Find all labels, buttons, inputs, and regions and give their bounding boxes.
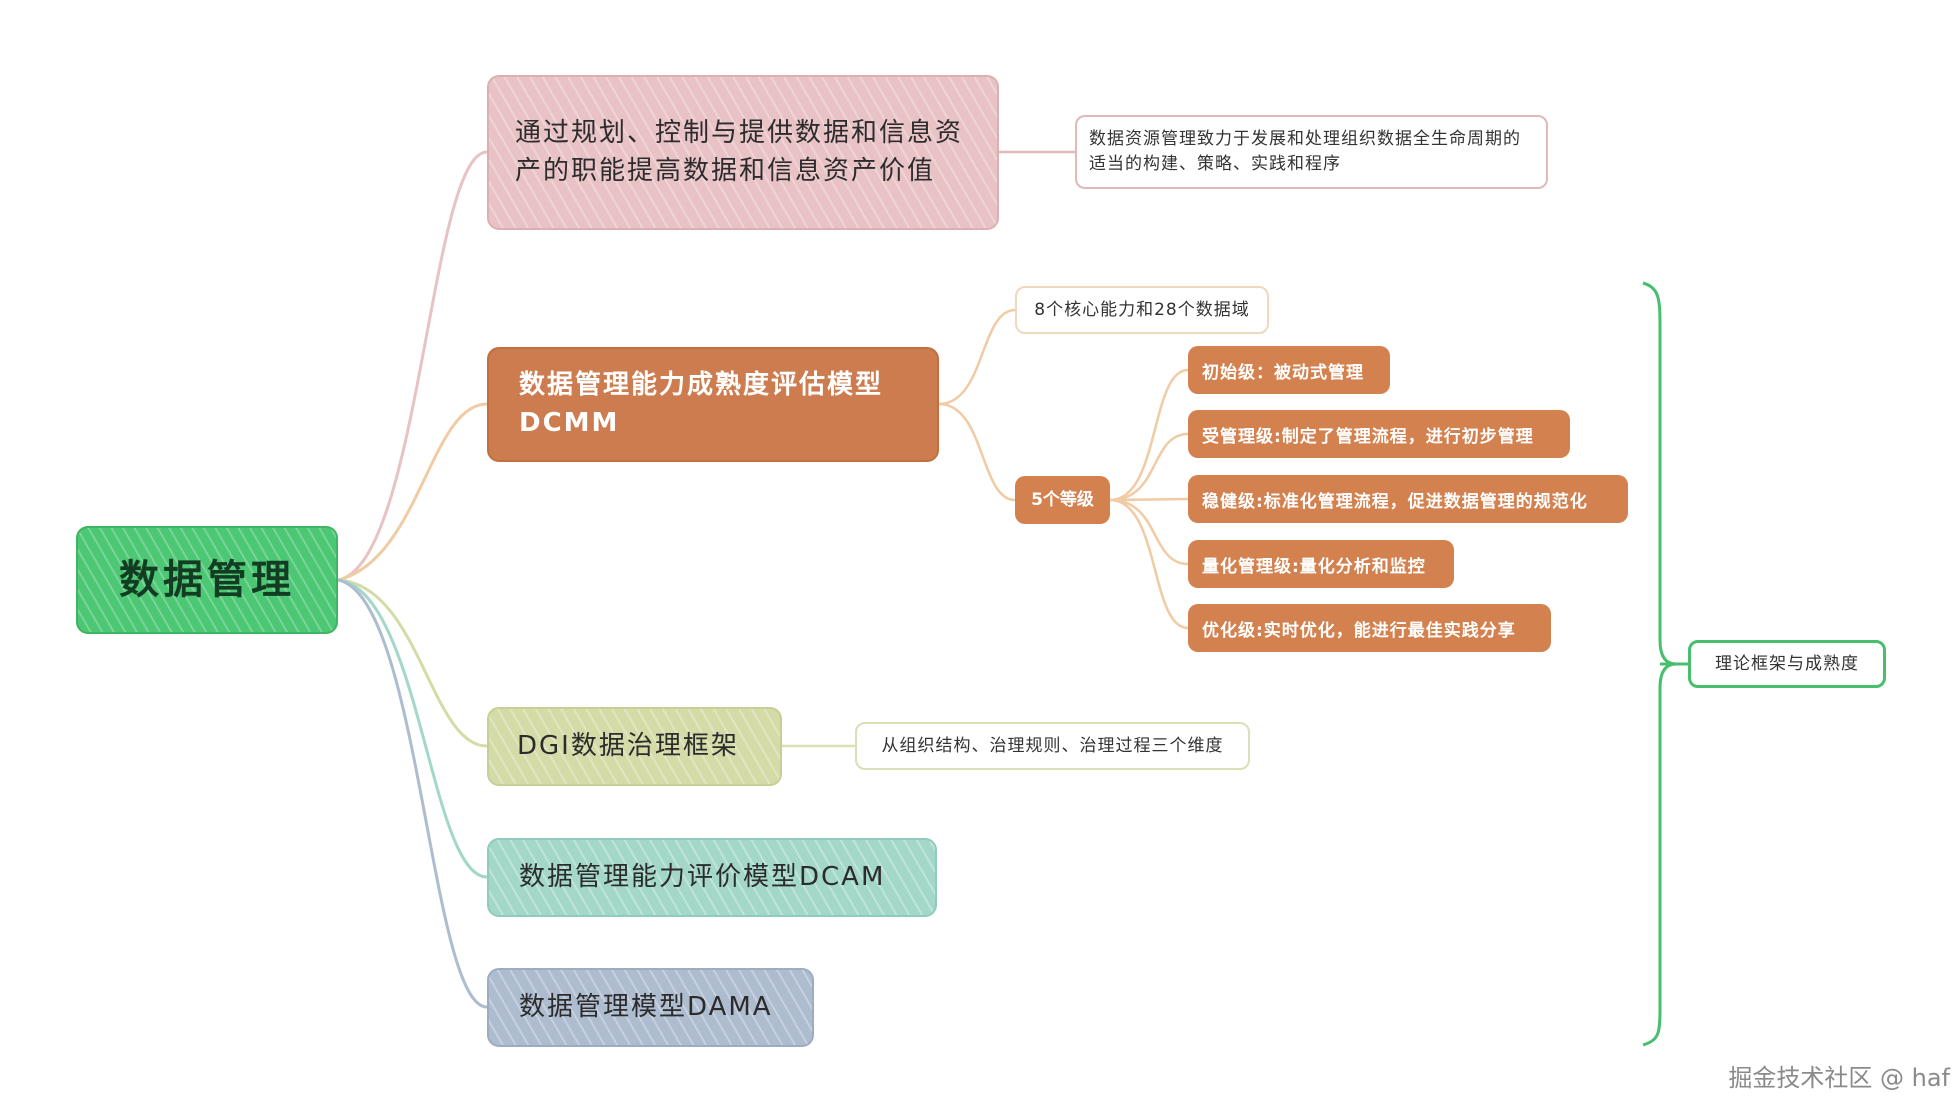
branch-node-value[interactable]: 通过规划、控制与提供数据和信息资产的职能提高数据和信息资产价值 — [487, 75, 999, 230]
link-root-branch-1 — [337, 150, 488, 582]
root-node[interactable]: 数据管理 — [76, 526, 338, 634]
level-node-managed[interactable]: 受管理级:制定了管理流程，进行初步管理 — [1188, 410, 1570, 458]
link-root-branch-3 — [337, 578, 488, 748]
leaf-label: 5个等级 — [1031, 489, 1094, 510]
link-root-branch-5 — [337, 578, 488, 1009]
link-level-1 — [1109, 368, 1189, 502]
branch-node-dcam[interactable]: 数据管理能力评价模型DCAM — [487, 838, 937, 917]
leaf-node-five-levels[interactable]: 5个等级 — [1015, 476, 1110, 524]
leaf-node-definition[interactable]: 数据资源管理致力于发展和处理组织数据全生命周期的适当的构建、策略、实践和程序 — [1075, 115, 1548, 189]
link-branch-2-levels — [938, 402, 1016, 502]
leaf-label: 从组织结构、治理规则、治理过程三个维度 — [881, 735, 1224, 756]
level-label: 受管理级:制定了管理流程，进行初步管理 — [1202, 426, 1534, 447]
branch-label: 数据管理模型DAMA — [519, 991, 773, 1022]
branch-label: 数据管理能力成熟度评估模型DCMM — [519, 369, 884, 438]
link-level-2 — [1109, 432, 1189, 502]
leaf-label: 数据资源管理致力于发展和处理组织数据全生命周期的适当的构建、策略、实践和程序 — [1089, 128, 1521, 175]
link-branch-2-core — [938, 308, 1016, 406]
root-label: 数据管理 — [119, 557, 295, 603]
level-label: 稳健级:标准化管理流程，促进数据管理的规范化 — [1202, 491, 1588, 512]
level-node-optimizing[interactable]: 优化级:实时优化，能进行最佳实践分享 — [1188, 604, 1551, 652]
branch-node-dama[interactable]: 数据管理模型DAMA — [487, 968, 814, 1047]
link-level-3 — [1109, 497, 1189, 502]
leaf-node-dgi-dimensions[interactable]: 从组织结构、治理规则、治理过程三个维度 — [855, 722, 1250, 770]
watermark: 掘金技术社区 @ haf — [1728, 1064, 1950, 1092]
link-level-4 — [1109, 498, 1189, 566]
branch-node-dgi[interactable]: DGI数据治理框架 — [487, 707, 782, 786]
level-label: 优化级:实时优化，能进行最佳实践分享 — [1202, 620, 1516, 641]
link-root-branch-4 — [337, 578, 488, 879]
leaf-node-core-capabilities[interactable]: 8个核心能力和28个数据域 — [1015, 286, 1269, 334]
branch-label: 通过规划、控制与提供数据和信息资产的职能提高数据和信息资产价值 — [515, 117, 964, 186]
branch-node-dcmm[interactable]: 数据管理能力成熟度评估模型DCMM — [487, 347, 939, 462]
leaf-label: 8个核心能力和28个数据域 — [1034, 299, 1250, 320]
level-node-initial[interactable]: 初始级：被动式管理 — [1188, 346, 1390, 394]
level-node-robust[interactable]: 稳健级:标准化管理流程，促进数据管理的规范化 — [1188, 475, 1628, 523]
level-label: 量化管理级:量化分析和监控 — [1202, 556, 1426, 577]
level-node-quantitative[interactable]: 量化管理级:量化分析和监控 — [1188, 540, 1454, 588]
branch-label: 数据管理能力评价模型DCAM — [519, 861, 886, 892]
summary-label: 理论框架与成熟度 — [1715, 653, 1859, 674]
level-label: 初始级：被动式管理 — [1202, 362, 1364, 383]
link-level-5 — [1109, 498, 1189, 630]
link-root-branch-2 — [337, 402, 488, 582]
branch-label: DGI数据治理框架 — [517, 730, 739, 761]
summary-node[interactable]: 理论框架与成熟度 — [1688, 640, 1886, 688]
